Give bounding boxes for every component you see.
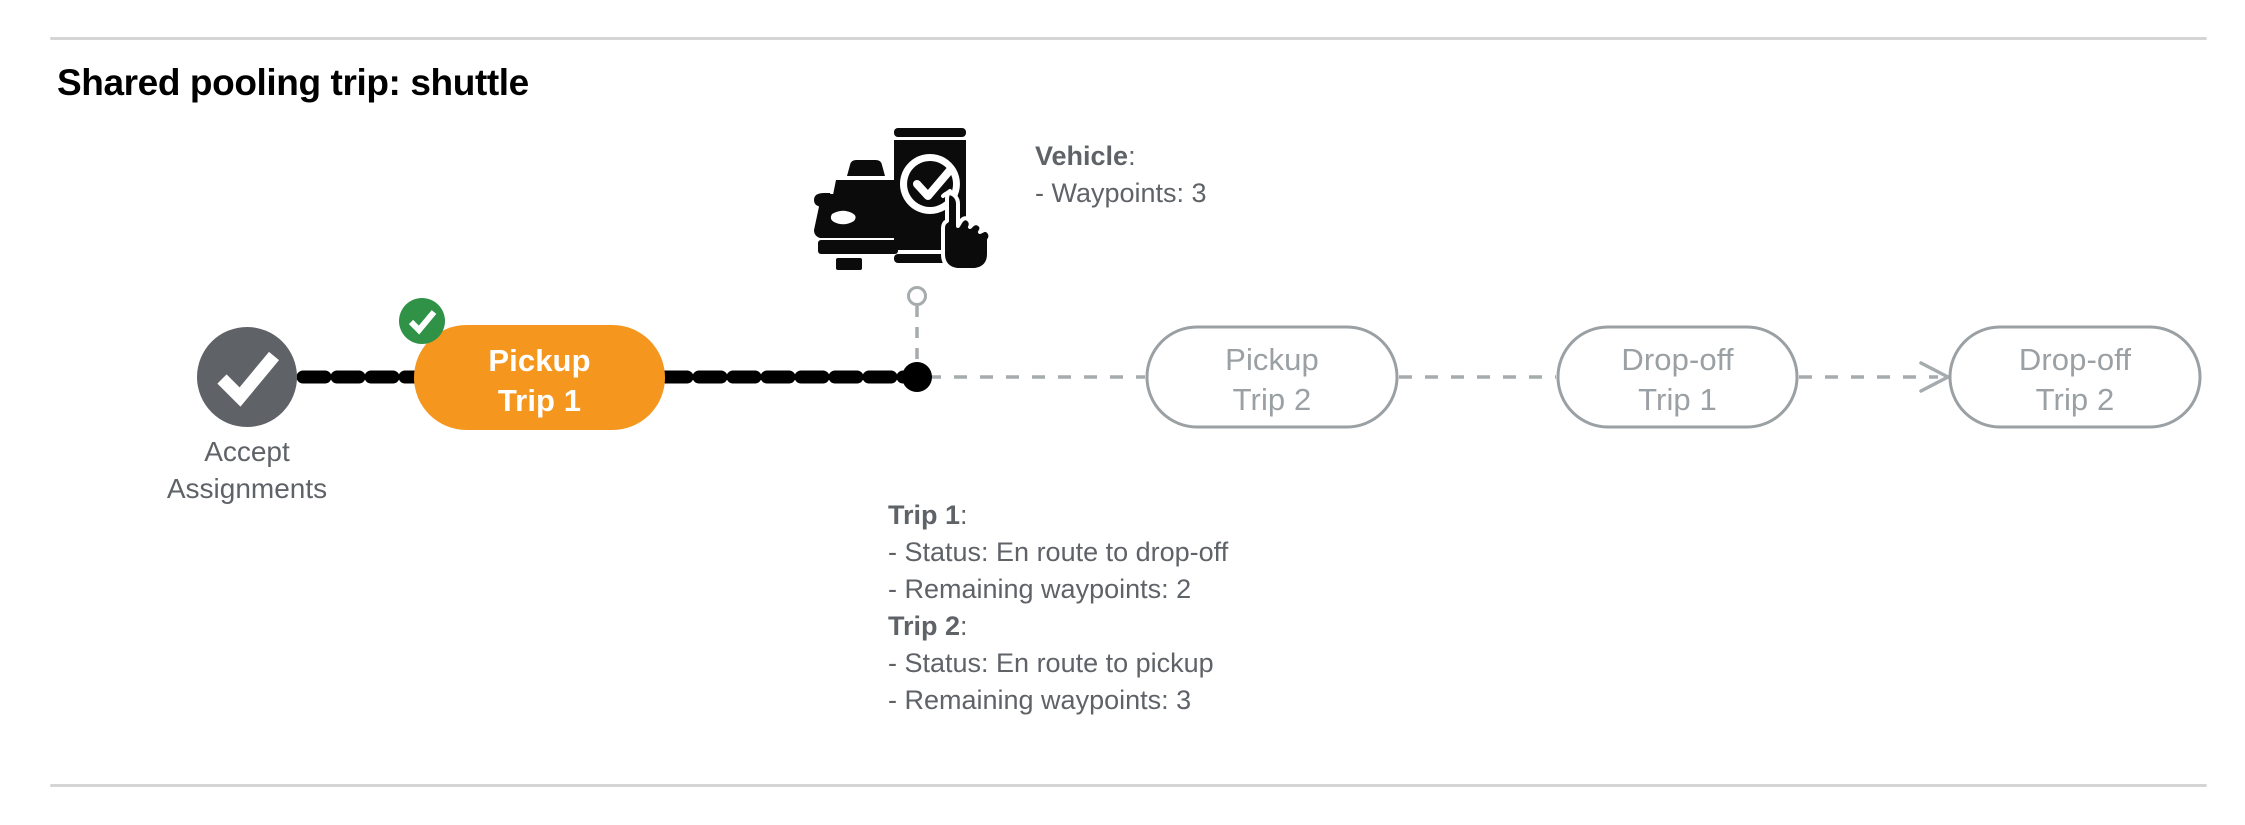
page-title: Shared pooling trip: shuttle [57,62,529,103]
trip-1-waypoints-row: - Remaining waypoints: 2 [888,573,1192,604]
vehicle-leader-circle-icon [907,286,927,306]
node-accept-assignments[interactable] [197,327,297,427]
vehicle-heading-colon: : [1128,141,1136,171]
top-divider [50,37,2207,40]
badge-circle [399,298,445,344]
check-icon [217,351,280,407]
pickup-trip-1-completed-badge [399,298,445,344]
vehicle-position-dot [902,362,932,392]
trip-2-heading-colon: : [960,610,968,641]
trip-1-heading-colon: : [960,500,968,530]
pickup-trip-1-pill [414,325,665,430]
node-dropoff-trip-1[interactable] [1556,325,1799,429]
vehicle-annotation-heading: Vehicle: [1035,138,1207,175]
vehicle-heading-text: Vehicle [1035,141,1129,171]
trips-annotation: Trip 1: - Status: En route to drop-off -… [888,497,1228,719]
accept-assignments-caption: Accept Assignments [166,436,328,504]
node-pickup-trip-1[interactable] [414,325,665,430]
accept-assignments-circle [197,327,297,427]
trip-1-status-row: - Status: En route to drop-off [888,536,1229,567]
vehicle-annotation: Vehicle: - Waypoints: 3 [1035,138,1207,212]
trip-2-heading: Trip 2: [888,608,1228,645]
car-phone-check-icon [814,128,992,270]
trip-1-heading: Trip 1: [888,497,1228,534]
vehicle-waypoints-row: - Waypoints: 3 [1035,177,1207,208]
node-pickup-trip-2[interactable] [1145,325,1399,429]
bottom-divider [50,784,2207,787]
edge-arrowhead-icon [1919,361,1950,393]
node-dropoff-trip-2[interactable] [1948,325,2202,429]
badge-check-icon [408,310,437,335]
trip-2-status-row: - Status: En route to pickup [888,647,1214,678]
trip-1-heading-text: Trip 1 [888,500,961,530]
trip-2-waypoints-row: - Remaining waypoints: 3 [888,684,1192,715]
trip-2-heading-text: Trip 2 [888,610,961,641]
